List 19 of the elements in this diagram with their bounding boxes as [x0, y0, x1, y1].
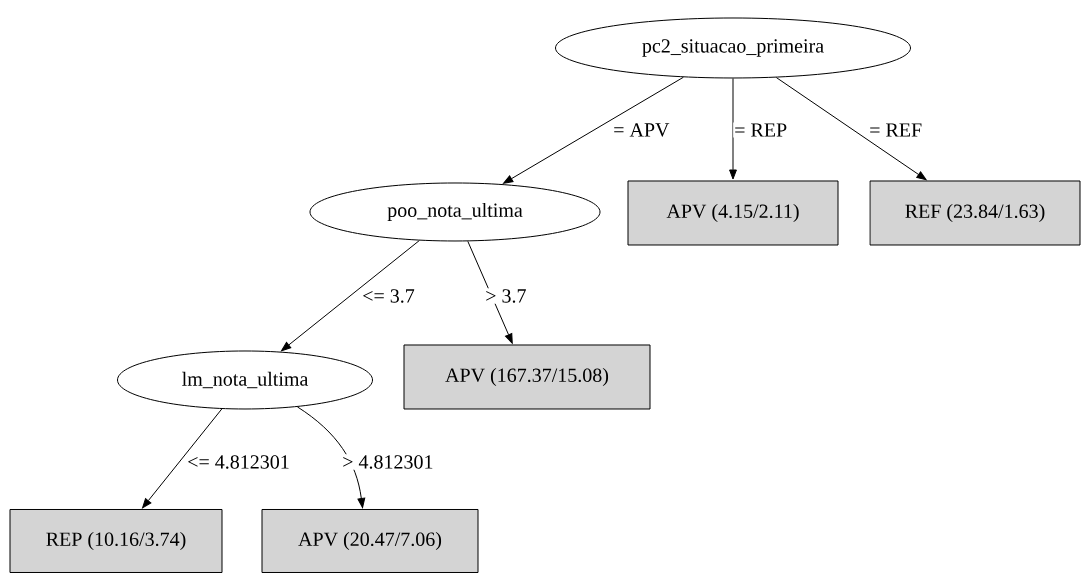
edge-label: = REF	[868, 122, 924, 138]
edge-label: > 4.812301	[341, 454, 435, 470]
leaf-box: APV (167.37/15.08)	[403, 344, 651, 410]
arrow	[467, 240, 513, 344]
arrow	[503, 76, 684, 184]
edge-label: <= 4.812301	[186, 454, 291, 470]
edge-label: <= 3.7	[361, 288, 416, 304]
leaf-box: REF (23.84/1.63)	[869, 180, 1081, 246]
arrow	[142, 408, 223, 509]
edge-label: = REP	[733, 122, 789, 138]
leaf-box: APV (20.47/7.06)	[261, 509, 479, 573]
leaf-box: APV (4.15/2.11)	[627, 180, 839, 246]
leaf-box: REP (10.16/3.74)	[9, 509, 223, 573]
edge-label: > 3.7	[484, 288, 528, 304]
arrow	[775, 77, 927, 181]
edge-label: = APV	[612, 122, 671, 138]
arrow	[296, 406, 366, 509]
arrow	[729, 78, 737, 180]
arrow	[281, 240, 420, 352]
